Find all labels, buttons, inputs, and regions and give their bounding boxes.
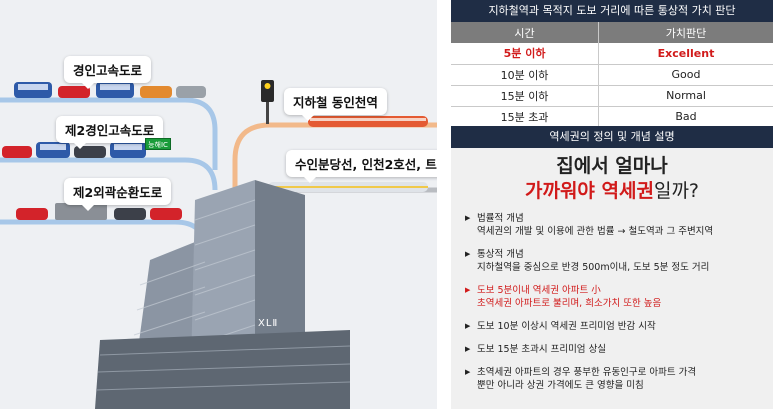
header-time: 시간 [451, 22, 599, 43]
list-item: 도보 5분이내 역세권 아파트 小 초역세권 아파트로 불리며, 희소가치 또한… [465, 284, 763, 310]
bullet-title: 도보 10분 이상시 역세권 프리미엄 반감 시작 [477, 321, 656, 332]
value-table-title: 지하철역과 목적지 도보 거리에 따른 통상적 가치 판단 [451, 0, 773, 22]
bullet-detail: 초역세권 아파트로 불리며, 희소가치 또한 높음 [477, 298, 662, 309]
table-row: 5분 이하 Excellent [451, 43, 773, 65]
illustration-panel: 경인고속도로 제2경인고속도로 제2외곽순환도로 지하철 동인천역 수인분당선,… [0, 0, 437, 409]
train-graphic [268, 116, 428, 192]
callout-gyeongin-expressway: 경인고속도로 [64, 56, 152, 89]
bullet-detail: 뿐만 아니라 상권 가격에도 큰 영향을 미침 [477, 380, 644, 391]
route-line-subway [232, 122, 437, 200]
row-time: 5분 이하 [451, 43, 599, 65]
row-time: 15분 초과 [451, 106, 599, 128]
row-time: 10분 이하 [451, 64, 599, 86]
cars-row-3 [16, 203, 182, 220]
headline-suffix: 일까? [653, 180, 700, 202]
table-row: 15분 이하 Normal [451, 85, 773, 107]
list-item: 초역세권 아파트의 경우 풍부한 유동인구로 아파트 가격 뿐만 아니라 상권 … [465, 366, 763, 392]
cars-row-1 [14, 82, 206, 98]
bullet-title: 초역세권 아파트의 경우 풍부한 유동인구로 아파트 가격 [477, 367, 697, 378]
row-value: Bad [598, 106, 773, 128]
ic-road-sign: 능해IC [145, 138, 171, 150]
headline-line-2: 가까워야 역세권일까? [451, 179, 773, 204]
cars-row-2 [2, 142, 146, 158]
bullet-title: 도보 5분이내 역세권 아파트 小 [477, 285, 601, 296]
list-item: 도보 10분 이상시 역세권 프리미엄 반감 시작 [465, 320, 763, 333]
route-line-gyeongin [0, 97, 218, 170]
building-logo-text: XLⅡ [258, 318, 279, 329]
callout-subway-station: 지하철 동인천역 [284, 88, 387, 121]
table-header-row: 시간 가치판단 [451, 22, 773, 43]
explanation-panel: 역세권의 정의 및 개념 설명 집에서 얼마나 가까워야 역세권일까? 법률적 … [451, 126, 773, 409]
table-row: 10분 이하 Good [451, 64, 773, 86]
bullet-title: 통상적 개념 [477, 249, 524, 260]
route-line-outer-ring [0, 219, 208, 251]
headline-line-1: 집에서 얼마나 [556, 155, 668, 177]
list-item: 도보 15분 초과시 프리미엄 상실 [465, 343, 763, 356]
row-value: Good [598, 64, 773, 86]
bullet-title: 법률적 개념 [477, 213, 524, 224]
callout-transit-lines: 수인분당선, 인천2호선, 트램 [286, 150, 437, 183]
headline-highlight: 가까워야 역세권 [524, 180, 654, 202]
explanation-title: 역세권의 정의 및 개념 설명 [451, 126, 773, 148]
list-item: 통상적 개념 지하철역을 중심으로 반경 500m이내, 도보 5분 정도 거리 [465, 248, 763, 274]
value-table: 시간 가치판단 5분 이하 Excellent 10분 이하 Good 15분 … [451, 22, 773, 128]
bullet-detail: 지하철역을 중심으로 반경 500m이내, 도보 5분 정도 거리 [477, 262, 710, 273]
callout-second-outer-ring-road: 제2외곽순환도로 [64, 178, 172, 211]
row-time: 15분 이하 [451, 85, 599, 107]
bullet-title: 도보 15분 초과시 프리미엄 상실 [477, 344, 607, 355]
traffic-light-graphic [261, 80, 274, 124]
row-value: Normal [598, 85, 773, 107]
row-value: Excellent [598, 43, 773, 65]
info-panel: 지하철역과 목적지 도보 거리에 따른 통상적 가치 판단 시간 가치판단 5분… [451, 0, 773, 409]
table-row: 15분 초과 Bad [451, 106, 773, 128]
bullet-list: 법률적 개념 역세권의 개발 및 이용에 관한 법률 → 철도역과 그 주변지역… [451, 204, 773, 392]
apartment-towers [95, 180, 351, 409]
header-value: 가치판단 [598, 22, 773, 43]
headline-question: 집에서 얼마나 가까워야 역세권일까? [451, 154, 773, 204]
bullet-detail: 역세권의 개발 및 이용에 관한 법률 → 철도역과 그 주변지역 [477, 226, 714, 237]
list-item: 법률적 개념 역세권의 개발 및 이용에 관한 법률 → 철도역과 그 주변지역 [465, 212, 763, 238]
route-line-second-gyeongin [0, 157, 218, 191]
route-map-graphic [0, 80, 437, 409]
